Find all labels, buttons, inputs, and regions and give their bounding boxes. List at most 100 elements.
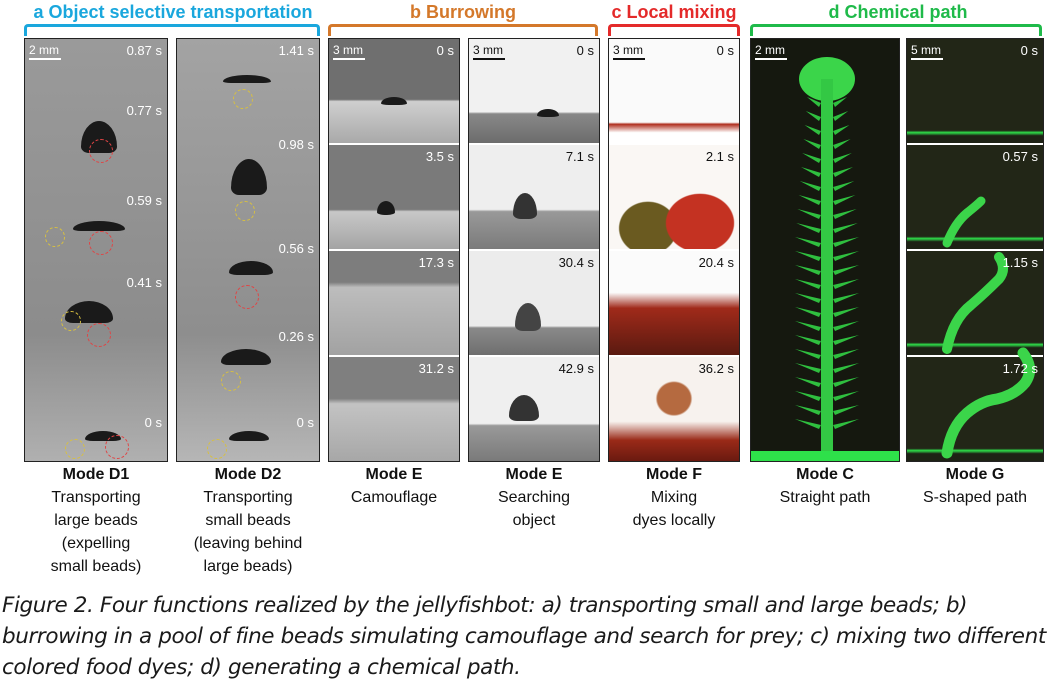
panel-caption-f: Mode F Mixing dyes locally — [608, 463, 740, 532]
time-label: 0.26 s — [278, 329, 314, 344]
panel-mode-e-searching: 3 mm 0 s 7.1 s 30.4 s 42.9 s — [468, 38, 600, 462]
time-label: 30.4 s — [558, 255, 594, 270]
path-spine — [833, 139, 851, 149]
path-spine — [796, 223, 821, 233]
scale-bar: 2 mm — [755, 43, 787, 60]
mode-description: S-shaped path — [922, 489, 1028, 506]
mode-description: small beads) — [50, 558, 142, 575]
path-spine — [802, 153, 821, 163]
time-label: 0.57 s — [1002, 149, 1038, 164]
mode-label: Mode G — [945, 466, 1005, 483]
mode-description: (leaving behind — [193, 535, 303, 552]
bead-marker — [61, 311, 81, 331]
time-label: 17.3 s — [418, 255, 454, 270]
path-spine — [833, 405, 859, 415]
path-spine — [833, 153, 852, 163]
bead-marker — [105, 435, 129, 459]
path-spine — [795, 293, 821, 303]
path-spine — [833, 419, 859, 429]
frame — [469, 145, 599, 251]
frame — [609, 39, 739, 145]
jellyfishbot — [221, 349, 271, 365]
time-label: 0 s — [576, 43, 594, 58]
jellyfishbot — [537, 109, 559, 117]
scale-bar: 3 mm — [473, 43, 505, 60]
path-spine — [795, 321, 821, 331]
path-spine — [795, 335, 821, 345]
panel-mode-e-camouflage: 3 mm 0 s 3.5 s 17.3 s 31.2 s — [328, 38, 460, 462]
path-spine — [795, 265, 821, 275]
time-label: 0.56 s — [278, 241, 314, 256]
mode-description: Searching — [497, 489, 571, 506]
time-label: 0.87 s — [126, 43, 162, 58]
scale-label: 3 mm — [613, 43, 643, 57]
bead-marker — [89, 231, 113, 255]
frame — [469, 39, 599, 145]
path-spine — [805, 111, 821, 121]
frame — [609, 357, 739, 461]
mode-label: Mode E — [505, 466, 563, 483]
path-spine — [833, 377, 859, 387]
scale-bar: 3 mm — [613, 43, 645, 60]
mode-description: large beads) — [203, 558, 293, 575]
path-spine — [833, 111, 849, 121]
time-label: 0 s — [1020, 43, 1038, 58]
bead-marker — [235, 201, 255, 221]
path-spine — [833, 293, 859, 303]
jellyfishbot — [231, 159, 267, 195]
mode-description: Transporting — [203, 489, 293, 506]
path-spine — [833, 181, 855, 191]
bead-marker — [233, 89, 253, 109]
mode-description: Camouflage — [350, 489, 438, 506]
path-spine — [833, 279, 859, 289]
panel-caption-e2: Mode E Searching object — [468, 463, 600, 532]
path-spine — [804, 125, 821, 135]
mode-description: small beads — [205, 512, 291, 529]
path-spine — [803, 139, 821, 149]
path-spine — [833, 265, 859, 275]
time-label: 31.2 s — [418, 361, 454, 376]
path-spine — [833, 195, 856, 205]
frame — [329, 39, 459, 145]
mode-description: large beads — [54, 512, 138, 529]
time-label: 0.77 s — [126, 103, 162, 118]
time-label: 7.1 s — [565, 149, 594, 164]
path-spine — [833, 167, 853, 177]
path-spine — [801, 167, 821, 177]
scale-label: 2 mm — [755, 43, 785, 57]
mode-label: Mode C — [796, 466, 854, 483]
jellyfishbot — [73, 221, 125, 231]
time-label: 42.9 s — [558, 361, 594, 376]
time-label: 3.5 s — [425, 149, 454, 164]
section-bracket-b — [328, 24, 598, 36]
section-bracket-c — [608, 24, 740, 36]
frame — [907, 39, 1043, 145]
time-label: 2.1 s — [705, 149, 734, 164]
path-spine — [795, 279, 821, 289]
path-spine — [833, 335, 859, 345]
frame — [469, 251, 599, 357]
chemical-path-straight — [751, 57, 899, 461]
path-spine — [833, 363, 859, 373]
mode-label: Mode D2 — [214, 466, 282, 483]
time-label: 20.4 s — [698, 255, 734, 270]
path-spine — [795, 405, 821, 415]
jellyfishbot — [513, 193, 537, 219]
panel-caption-e1: Mode E Camouflage — [328, 463, 460, 509]
path-spine — [833, 237, 859, 247]
jellyfishbot — [223, 75, 271, 83]
panel-mode-g: 5 mm 0 s 0.57 s 1.15 s 1.72 s — [906, 38, 1044, 462]
time-label: 0 s — [296, 415, 314, 430]
path-spine — [833, 251, 859, 261]
panel-mode-f: 3 mm 0 s 2.1 s 20.4 s 36.2 s — [608, 38, 740, 462]
section-title-c: c Local mixing — [611, 2, 737, 22]
scale-bar: 3 mm — [333, 43, 365, 60]
panel-caption-d2: Mode D2 Transporting small beads (leavin… — [170, 463, 326, 578]
path-spine — [807, 97, 821, 107]
path-spine — [833, 321, 859, 331]
path-spine — [833, 209, 857, 219]
path-spine — [795, 251, 821, 261]
path-spine — [799, 181, 821, 191]
path-spine — [795, 419, 821, 429]
scale-label: 3 mm — [473, 43, 503, 57]
